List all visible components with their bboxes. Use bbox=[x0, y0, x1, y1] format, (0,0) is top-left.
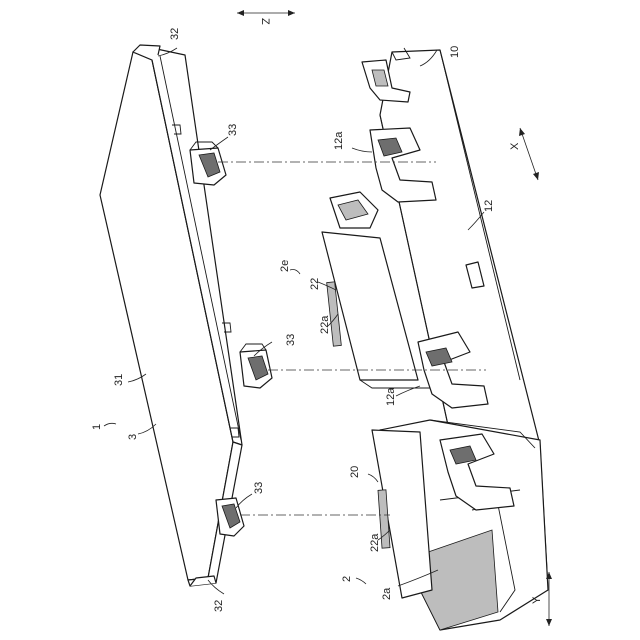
ref-12a-top: 12a bbox=[333, 131, 345, 150]
ref-32-top: 32 bbox=[169, 28, 181, 40]
ref-22a-upper: 22a bbox=[319, 315, 331, 334]
ref-2e: 2e bbox=[279, 260, 291, 272]
ref-31: 31 bbox=[113, 374, 125, 386]
ref-22a-lower: 22a bbox=[369, 533, 381, 552]
ref-22: 22 bbox=[309, 278, 321, 290]
ref-33-mid: 33 bbox=[285, 334, 297, 346]
ref-2a: 2a bbox=[381, 587, 393, 600]
axis-y-label: Y bbox=[531, 596, 543, 604]
ref-20: 20 bbox=[349, 466, 361, 478]
ref-33-top: 33 bbox=[227, 124, 239, 136]
cover-plate bbox=[100, 45, 272, 586]
ref-33-bottom: 33 bbox=[253, 482, 265, 494]
axis-z-label: Z bbox=[259, 18, 271, 25]
ref-10: 10 bbox=[449, 46, 461, 58]
axis-x-label: X bbox=[509, 142, 521, 150]
ref-32-bottom: 32 bbox=[213, 600, 225, 612]
ref-12-side: 12 bbox=[483, 200, 495, 212]
ref-3: 3 bbox=[127, 434, 139, 440]
ref-2: 2 bbox=[341, 576, 353, 582]
ref-1: 1 bbox=[91, 424, 103, 430]
ref-12a-mid: 12a bbox=[385, 387, 397, 406]
